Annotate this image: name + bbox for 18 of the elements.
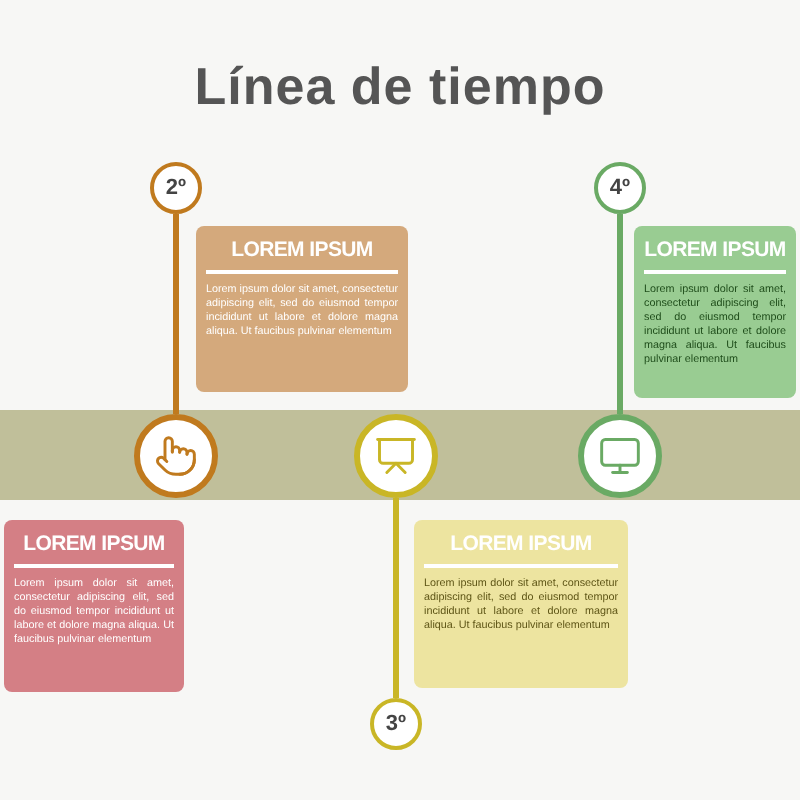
- number-badge: [150, 162, 202, 214]
- connector-line: [393, 498, 399, 698]
- connector-line: [617, 214, 623, 414]
- info-card: [196, 226, 408, 392]
- card-heading: LOREM IPSUM: [450, 532, 592, 558]
- info-card: [634, 226, 796, 398]
- card-heading: LOREM IPSUM: [644, 238, 786, 264]
- title: Línea de tiempo: [194, 56, 606, 118]
- step-number: 2º: [165, 176, 187, 200]
- info-card: [4, 520, 184, 692]
- step-number: 4º: [609, 176, 631, 200]
- card-heading: LOREM IPSUM: [23, 532, 165, 558]
- card-heading: LOREM IPSUM: [231, 238, 373, 264]
- number-badge: [594, 162, 646, 214]
- number-badge: [370, 698, 422, 750]
- connector-line: [173, 214, 179, 414]
- step-number: 3º: [385, 712, 407, 736]
- info-card: [414, 520, 628, 688]
